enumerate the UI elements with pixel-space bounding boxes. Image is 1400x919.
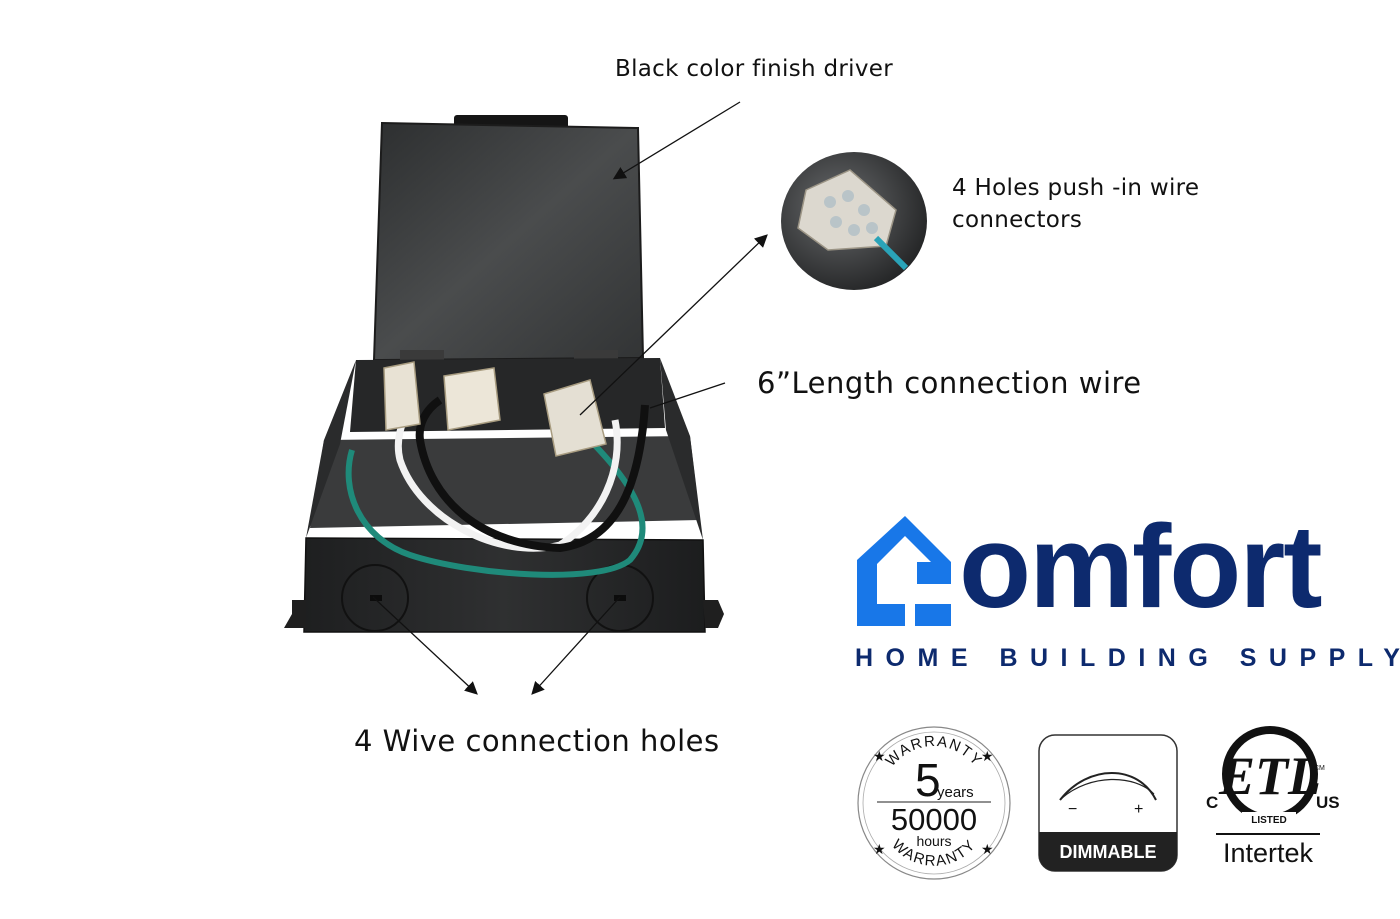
wire-green xyxy=(345,427,646,578)
callout-connectors-line1: 4 Holes push -in wire xyxy=(952,175,1200,201)
connector-3 xyxy=(543,379,607,457)
box-right-wall xyxy=(660,358,703,540)
etl-listed: LISTED xyxy=(1251,815,1287,826)
warranty-hours-label: hours xyxy=(916,833,951,849)
dimmable-badge: − + DIMMABLE xyxy=(1038,734,1178,872)
arrow-icon xyxy=(372,596,478,695)
etl-cm: CM xyxy=(1314,765,1325,772)
etl-badge: ETL CM LISTED C US Intertek xyxy=(1206,726,1340,868)
connector-1 xyxy=(383,361,421,431)
callout-wire-length: 6”Length connection wire xyxy=(757,366,1142,400)
dimmable-plus: + xyxy=(1134,801,1143,818)
brand-logo: omfort HOME BUILDING SUPPLY xyxy=(855,501,1400,675)
knockout-left xyxy=(341,564,409,632)
arrow-icon xyxy=(579,234,768,416)
brand-tagline: HOME BUILDING SUPPLY xyxy=(855,644,1400,672)
foot-right xyxy=(703,600,724,628)
wire-white xyxy=(394,407,621,552)
star-icon: ★ xyxy=(981,749,994,765)
callout-holes: 4 Wive connection holes xyxy=(354,724,720,758)
dimmable-label: DIMMABLE xyxy=(1060,842,1157,862)
etl-brand: Intertek xyxy=(1223,838,1314,868)
arrow-icon xyxy=(649,382,726,409)
arrow-icon xyxy=(612,101,741,180)
warranty-hours-number: 50000 xyxy=(891,802,977,837)
brand-wordmark: omfort xyxy=(959,501,1323,633)
box-left-wall xyxy=(306,360,356,538)
foot-left xyxy=(284,600,306,628)
etl-mark-letters: ETL xyxy=(1218,746,1321,806)
etl-left: C xyxy=(1206,793,1218,812)
lid xyxy=(372,121,645,362)
arrow-icon xyxy=(531,596,621,695)
callout-connectors-line2: connectors xyxy=(952,207,1083,233)
callout-finish: Black color finish driver xyxy=(615,56,893,82)
star-icon: ★ xyxy=(873,842,886,858)
etl-right: US xyxy=(1316,793,1340,812)
warranty-years-number: 5 xyxy=(915,754,941,806)
connector-zoom-photo xyxy=(781,152,927,290)
warranty-years-label: years xyxy=(937,784,974,801)
star-icon: ★ xyxy=(873,749,886,765)
driver-box-photo xyxy=(284,115,724,633)
connector-2 xyxy=(443,367,501,431)
warranty-badge: WARRANTY WARRANTY ★ ★ ★ ★ 5 years 50000 … xyxy=(857,726,1011,880)
star-icon: ★ xyxy=(981,842,994,858)
house-logo-icon xyxy=(857,516,951,626)
wire-black xyxy=(415,396,649,553)
dimmable-minus: − xyxy=(1068,801,1077,818)
